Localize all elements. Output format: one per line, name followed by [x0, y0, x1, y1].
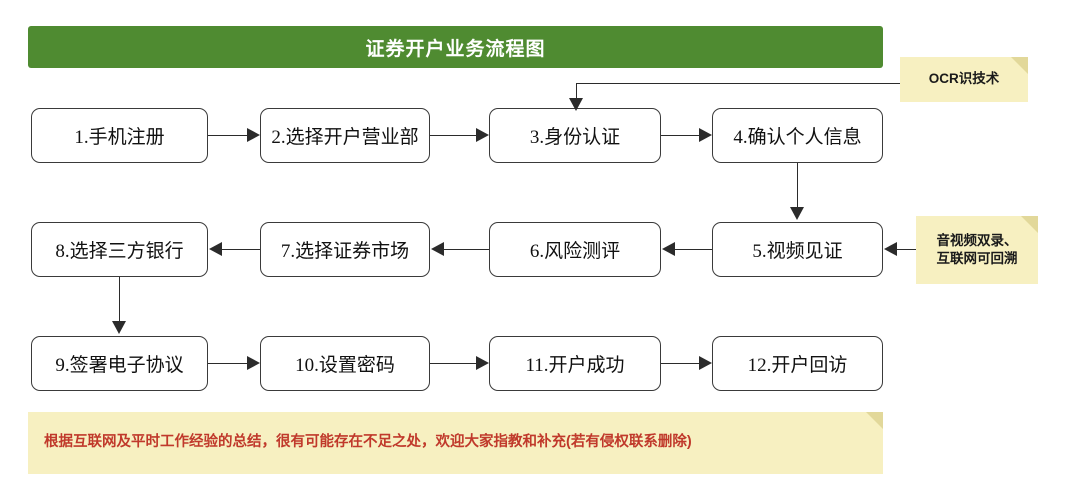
- flow-node-6-label: 6.风险测评: [529, 241, 621, 262]
- annotation-note-video-line2: 互联网可回溯: [936, 251, 1018, 266]
- arrowhead-1-to-2: [247, 128, 260, 142]
- page-title: 证券开户业务流程图: [365, 38, 546, 60]
- flow-node-5-label: 5.视频见证: [752, 241, 843, 262]
- flow-node-12[interactable]: 12.开户回访: [712, 336, 883, 391]
- flow-node-2-label: 2.选择开户营业部: [271, 127, 419, 148]
- flow-node-7-label: 7.选择证券市场: [280, 241, 410, 262]
- flow-node-11[interactable]: 11.开户成功: [489, 336, 661, 391]
- flow-node-3[interactable]: 3.身份认证: [489, 108, 661, 163]
- annotation-note-disclaimer: 根据互联网及平时工作经验的总结，很有可能存在不足之处，欢迎大家指教和补充(若有侵…: [28, 412, 883, 474]
- connector-6-to-7: [443, 249, 489, 250]
- flow-node-12-label: 12.开户回访: [747, 355, 848, 376]
- connector-8-to-9: [119, 277, 120, 322]
- flow-node-3-label: 3.身份认证: [529, 127, 621, 148]
- note-fold-corner-icon: [1011, 57, 1028, 74]
- arrowhead-2-to-3: [476, 128, 489, 142]
- arrowhead-6-to-7: [431, 242, 444, 256]
- flow-node-10-label: 10.设置密码: [295, 355, 395, 376]
- arrowhead-10-to-11: [476, 356, 489, 370]
- flow-node-6[interactable]: 6.风险测评: [489, 222, 661, 277]
- arrowhead-5-to-6: [662, 242, 675, 256]
- arrowhead-8-to-9: [112, 321, 126, 334]
- annotation-note-video-line1: 音视频双录、: [936, 232, 1018, 248]
- flow-node-1[interactable]: 1.手机注册: [31, 108, 208, 163]
- flow-node-8-label: 8.选择三方银行: [55, 241, 184, 262]
- connector-4-to-5: [797, 163, 798, 208]
- annotation-note-ocr: OCR识技术: [900, 57, 1028, 102]
- connector-2-to-3: [430, 135, 476, 136]
- connector-3-to-4: [661, 135, 700, 136]
- note-fold-corner-icon: [1021, 216, 1038, 233]
- arrowhead-ocr-note-to-node-3: [569, 98, 583, 111]
- arrowhead-video-note-to-node-5: [884, 242, 897, 256]
- connector-ocr-note-drop: [576, 83, 577, 100]
- flowchart-title-banner: 证券开户业务流程图: [28, 26, 883, 68]
- annotation-note-disclaimer-label: 根据互联网及平时工作经验的总结，很有可能存在不足之处，欢迎大家指教和补充(若有侵…: [44, 434, 692, 451]
- flow-node-2[interactable]: 2.选择开户营业部: [260, 108, 430, 163]
- connector-ocr-note-to-node-3: [576, 83, 900, 84]
- flow-node-7[interactable]: 7.选择证券市场: [260, 222, 430, 277]
- arrowhead-9-to-10: [247, 356, 260, 370]
- arrowhead-7-to-8: [209, 242, 222, 256]
- connector-10-to-11: [430, 363, 476, 364]
- flow-node-11-label: 11.开户成功: [525, 355, 625, 376]
- flow-node-5[interactable]: 5.视频见证: [712, 222, 883, 277]
- arrowhead-11-to-12: [699, 356, 712, 370]
- flow-node-4-label: 4.确认个人信息: [733, 127, 862, 148]
- connector-11-to-12: [661, 363, 700, 364]
- connector-9-to-10: [208, 363, 249, 364]
- note-fold-corner-icon: [866, 412, 883, 429]
- flow-node-9-label: 9.签署电子协议: [55, 355, 184, 376]
- connector-7-to-8: [221, 249, 260, 250]
- connector-1-to-2: [208, 135, 249, 136]
- flow-node-4[interactable]: 4.确认个人信息: [712, 108, 883, 163]
- flow-node-1-label: 1.手机注册: [74, 127, 165, 148]
- flow-node-10[interactable]: 10.设置密码: [260, 336, 430, 391]
- annotation-note-video: 音视频双录、 互联网可回溯: [916, 216, 1038, 284]
- connector-video-note-to-node-5: [896, 249, 918, 250]
- flow-node-9[interactable]: 9.签署电子协议: [31, 336, 208, 391]
- arrowhead-3-to-4: [699, 128, 712, 142]
- annotation-note-ocr-label: OCR识技术: [928, 71, 1000, 87]
- flow-node-8[interactable]: 8.选择三方银行: [31, 222, 208, 277]
- connector-5-to-6: [674, 249, 712, 250]
- arrowhead-4-to-5: [790, 207, 804, 220]
